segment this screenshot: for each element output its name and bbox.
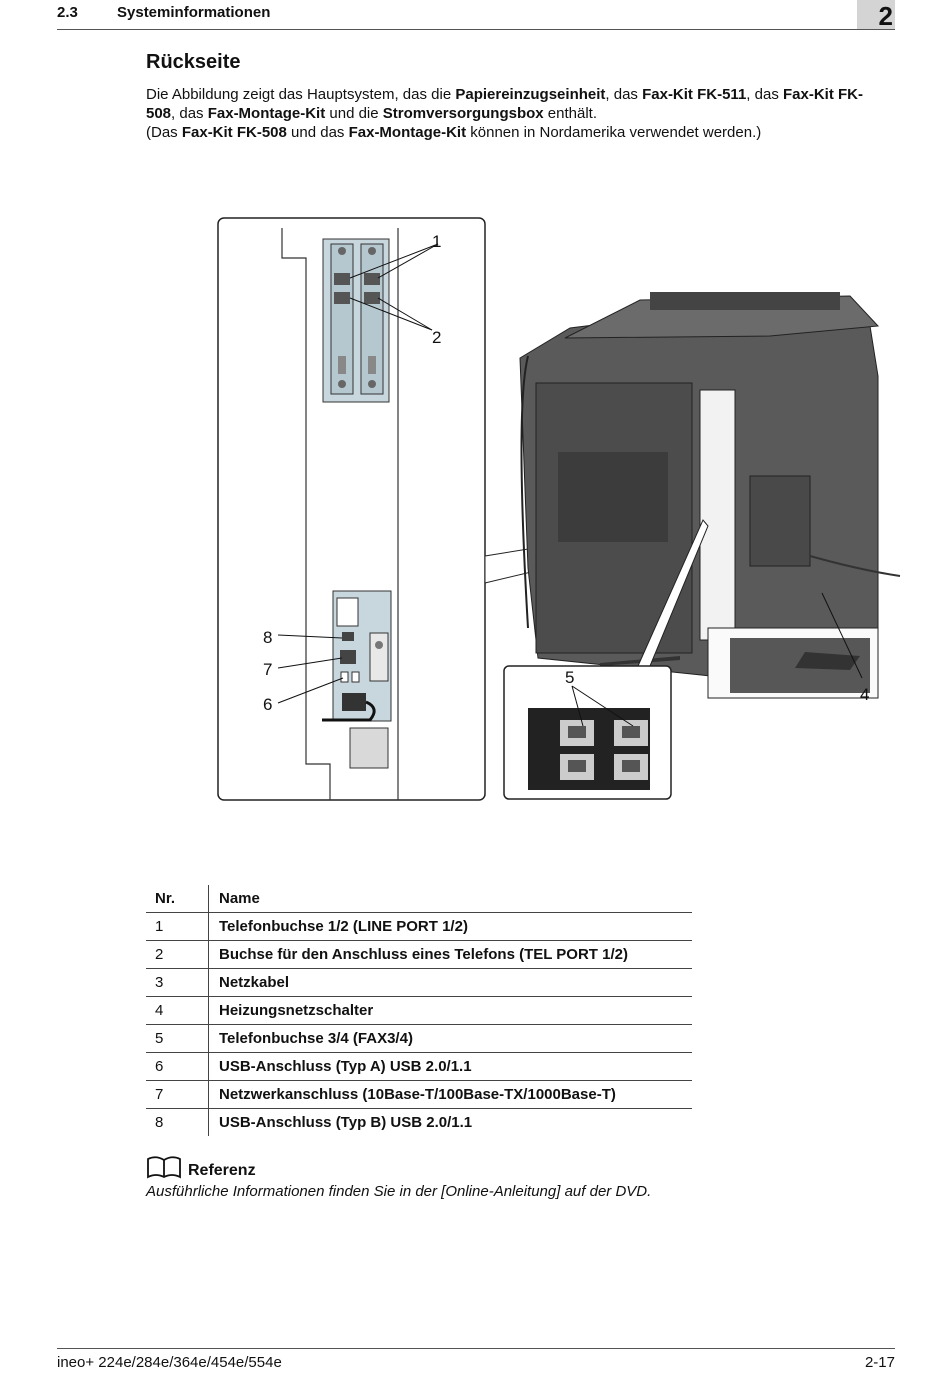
page-footer: ineo+ 224e/284e/364e/454e/554e 2-17: [57, 1348, 895, 1371]
callout-1: 1: [432, 232, 441, 251]
chapter-tab: 2: [857, 0, 895, 31]
section-number: 2.3: [57, 4, 78, 21]
rear-view-figure: 1 2 8 7 6 4: [210, 208, 910, 808]
book-icon: [147, 1156, 181, 1179]
chapter-number: 2: [878, 1, 893, 31]
page-number: 2-17: [864, 1354, 895, 1371]
port-detail-panel: 1 2 8 7 6: [217, 217, 486, 801]
fax-port-detail-panel: 5: [503, 519, 709, 800]
callout-4: 4: [860, 685, 869, 704]
copier-machine-illustration: 4: [484, 292, 901, 704]
reference-text: Ausführliche Informationen finden Sie in…: [146, 1183, 652, 1200]
table-header-row: Nr. Name: [146, 885, 692, 913]
page-title: Rückseite: [146, 51, 241, 73]
column-header-name: Name: [208, 885, 692, 913]
section-title: Systeminformationen: [117, 4, 271, 21]
callout-8: 8: [263, 628, 272, 647]
footer-model: ineo+ 224e/284e/364e/454e/554e: [57, 1354, 282, 1371]
reference-title: Referenz: [188, 1162, 256, 1179]
callout-2: 2: [432, 328, 441, 347]
callout-7: 7: [263, 660, 272, 679]
page-header: 2.3 Systeminformationen 2: [57, 0, 895, 31]
callout-6: 6: [263, 695, 272, 714]
intro-paragraph: Die Abbildung zeigt das Hauptsystem, das…: [146, 86, 863, 141]
column-header-nr: Nr.: [146, 885, 209, 913]
callout-5: 5: [565, 668, 574, 687]
